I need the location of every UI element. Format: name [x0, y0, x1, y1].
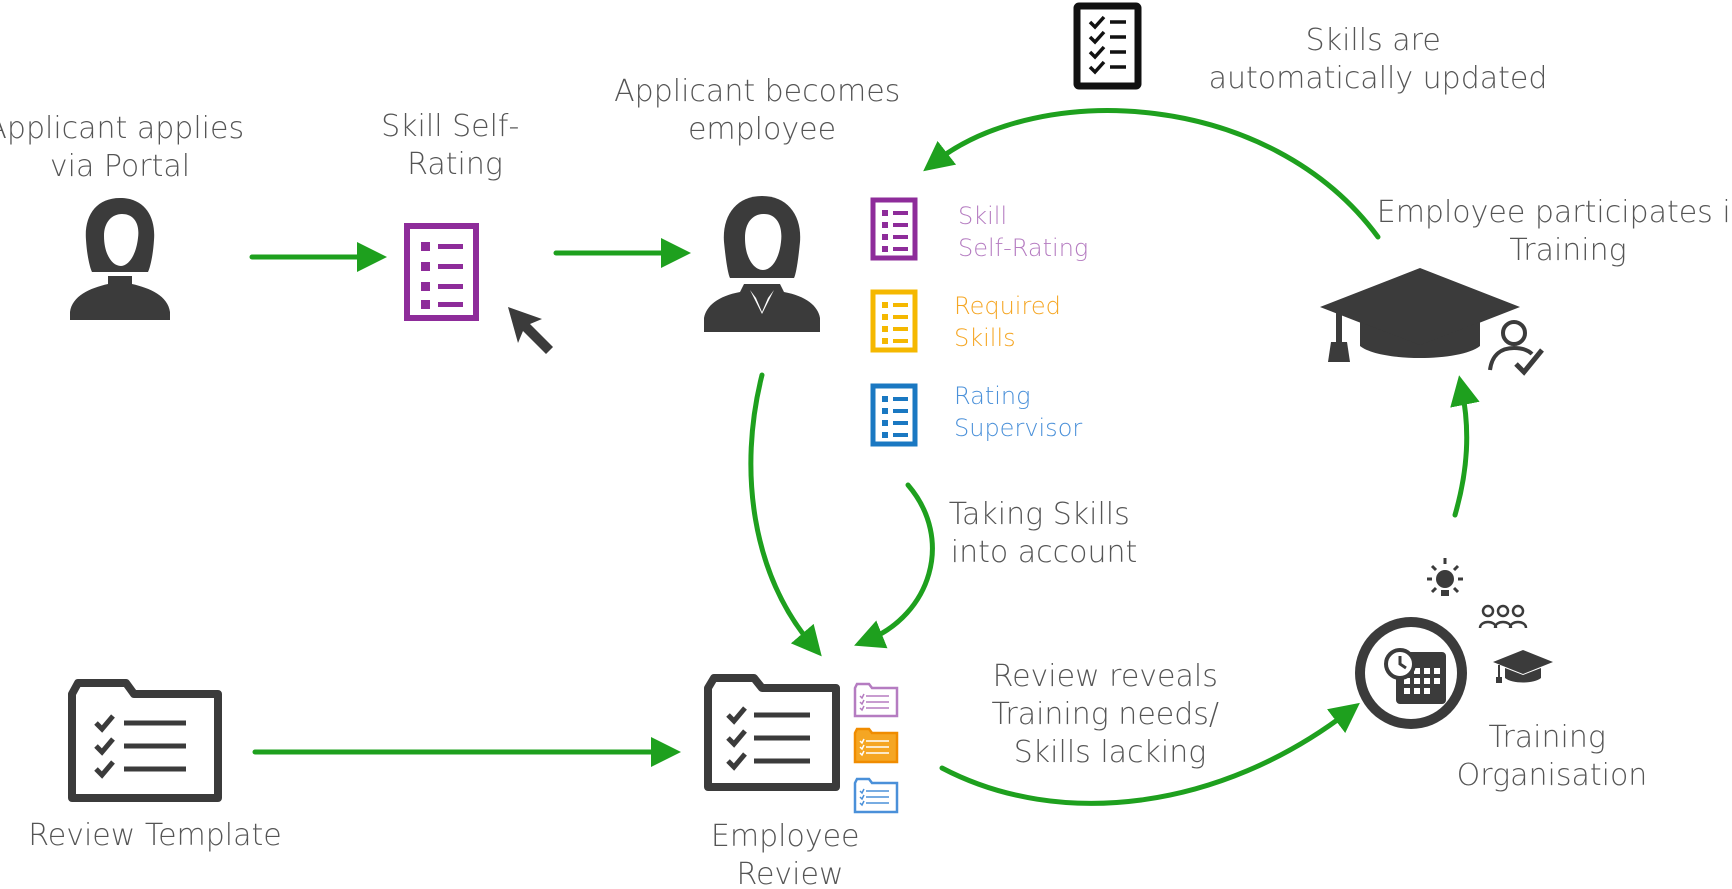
training-participation-label: Employee participates in Training [1377, 195, 1732, 268]
arrow-participation-to-employee [923, 108, 1381, 240]
employee-review-label: Employee Review [711, 819, 869, 889]
arrow-training-org-to-participation [1450, 375, 1480, 518]
self-rating-label: Skill Self- Rating [381, 109, 529, 182]
legend-item-required-skills: Required Skills [870, 289, 1068, 353]
legend-item-self-rating: Skill Self-Rating [870, 197, 1088, 262]
taking-skills-label: Taking Skills into account [949, 497, 1140, 570]
review-reveals-label: Review reveals Training needs/ Skills la… [991, 659, 1228, 770]
employee-review-folder-icon [704, 674, 840, 791]
arrow-skills-to-review [854, 482, 935, 649]
blue-checklist-icon [870, 383, 918, 447]
legend: Skill Self-Rating Required Skills [870, 197, 1088, 447]
self-rating-checklist-icon [404, 223, 479, 321]
arrows [249, 108, 1480, 806]
arrow-review-to-training-org [939, 702, 1360, 806]
graduation-cap-icon [1320, 268, 1520, 362]
applicant-person-icon [70, 198, 170, 320]
review-template-label: Review Template [28, 818, 281, 853]
orange-folder-icon [853, 727, 899, 764]
orange-checklist-icon [870, 289, 918, 353]
applicant-label: Applicant applies via Portal [0, 111, 254, 184]
calendar-clock-icon [1355, 617, 1467, 729]
person-check-icon [1488, 320, 1544, 376]
arrow-employee-to-review [748, 372, 822, 657]
purple-checklist-icon [870, 197, 918, 261]
lightbulb-icon [1427, 558, 1463, 596]
skills-checklist-icon [1073, 2, 1142, 90]
small-graduation-cap-icon [1493, 650, 1553, 683]
review-template-folder-icon [68, 679, 222, 802]
legend-self-rating-label: Skill Self-Rating [958, 202, 1088, 262]
training-org-label: Training Organisation [1457, 720, 1648, 793]
legend-required-skills-label: Required Skills [954, 292, 1068, 352]
employee-person-icon [704, 196, 820, 332]
skills-updated-label: Skills are automatically updated [1209, 23, 1548, 96]
blue-folder-icon [853, 777, 899, 814]
becomes-employee-label: Applicant becomes employee [614, 74, 910, 147]
group-icon [1478, 604, 1528, 629]
purple-folder-icon [853, 682, 899, 718]
legend-item-rating-supervisor: Rating Supervisor [870, 382, 1082, 447]
cursor-icon [508, 307, 553, 354]
legend-rating-supervisor-label: Rating Supervisor [954, 382, 1082, 442]
